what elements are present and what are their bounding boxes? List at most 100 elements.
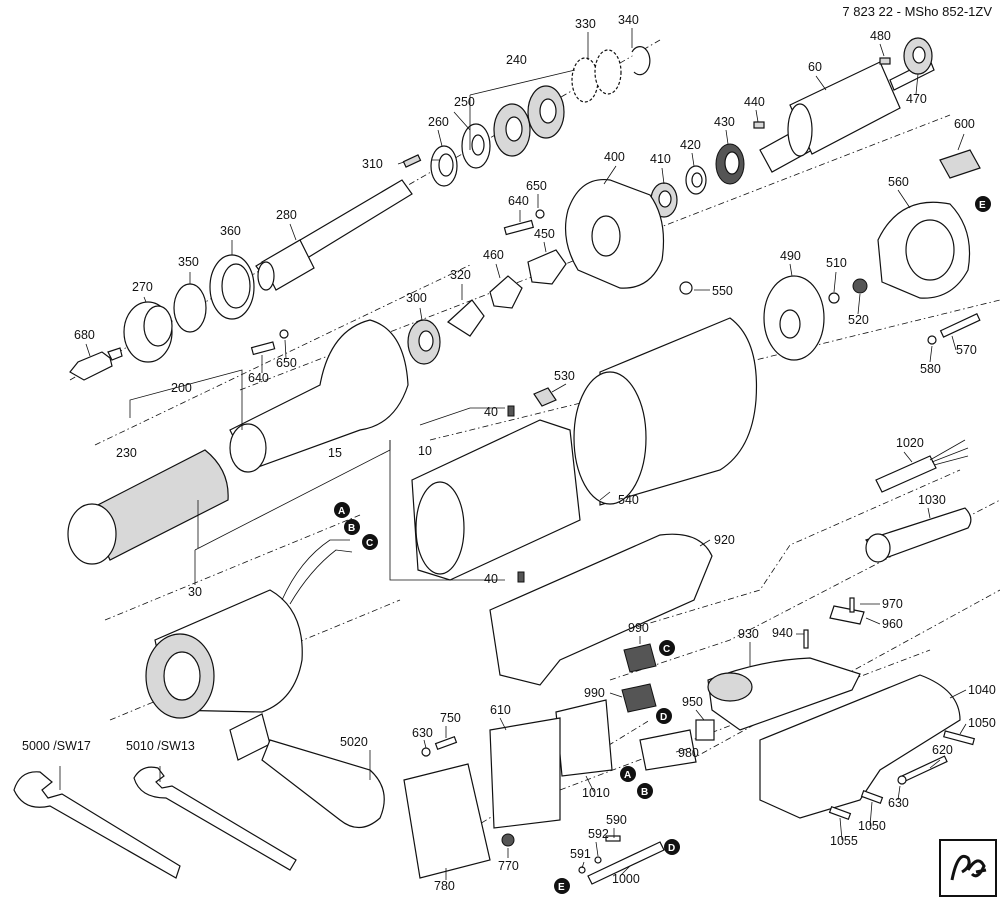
washer-650a [535,209,545,219]
label-30: 30 [188,585,202,599]
callout-b-lower: B [637,783,653,799]
circlip-340 [631,46,651,76]
gear-head-200 [229,319,409,473]
washer-630b [897,775,907,785]
label-250: 250 [454,95,475,109]
screw-940 [803,629,809,649]
bearing-300 [407,319,441,365]
pin-40a [507,405,515,417]
washer-630a [421,747,431,757]
key-310 [402,154,422,168]
label-15: 15 [328,446,342,460]
washer-650b [279,329,289,339]
spacer-260 [430,145,458,187]
label-230: 230 [116,446,137,460]
handle-parts [403,439,976,885]
cable-sleeve-1030 [865,507,972,561]
screw-970 [849,597,855,613]
fan-cowl-560 [877,201,971,299]
label-980: 980 [678,746,699,760]
label-530: 530 [554,369,575,383]
label-240: 240 [506,53,527,67]
washer-510 [828,292,840,304]
label-990a: 990 [628,621,649,635]
handle-shell-1040 [759,674,961,819]
document-id: 7 823 22 - MSho 852-1ZV [842,4,992,19]
seal-1010 [555,699,613,777]
label-580: 580 [920,362,941,376]
motor-housing-10 [411,419,581,581]
svg-text:E: E [558,882,565,893]
label-770: 770 [498,859,519,873]
handle-shell-920 [489,533,713,686]
label-650a: 650 [526,179,547,193]
label-610: 610 [490,703,511,717]
callout-a-upper: A [334,502,350,518]
housing-parts [67,149,981,583]
label-520: 520 [848,313,869,327]
label-10: 10 [418,444,432,458]
shim-250 [461,123,491,169]
label-560: 560 [888,175,909,189]
rubber-element-460 [489,275,523,309]
screw-550 [679,281,693,295]
label-540: 540 [618,493,639,507]
screw-620 [900,755,948,783]
svg-text:C: C [366,538,373,549]
label-1040: 1040 [968,683,996,697]
cable-1020 [875,439,969,493]
bearing-470 [903,37,933,75]
svg-text:A: A [624,770,631,781]
spindle-280 [255,179,413,291]
label-990b: 990 [584,686,605,700]
svg-text:A: A [338,506,345,517]
svg-text:D: D [668,843,675,854]
label-5010: 5010 /SW13 [126,739,195,753]
label-410: 410 [650,152,671,166]
svg-text:B: B [348,523,355,534]
wrench-5000 [13,771,181,879]
washer-360 [209,254,255,320]
label-570: 570 [956,343,977,357]
label-960: 960 [882,617,903,631]
brand-logo [939,839,997,897]
bearings-240 [493,85,565,157]
part-labels: 330 340 240 250 260 310 280 360 350 270 … [22,13,996,893]
label-620: 620 [932,743,953,757]
callout-c-lower: C [659,640,675,656]
coupling-450 [527,249,567,285]
label-550: 550 [712,284,733,298]
label-5000: 5000 /SW17 [22,739,91,753]
screw-640b [250,341,276,356]
cover-sleeve-540 [573,317,758,506]
label-950: 950 [682,695,703,709]
switch-part-990b [621,683,657,713]
label-490: 490 [780,249,801,263]
grip-sleeve-230 [67,449,229,565]
o-ring-350 [173,283,207,333]
field-30 [145,539,353,719]
callout-c-upper: C [362,534,378,550]
screw-1050a [943,730,976,746]
label-750: 750 [440,711,461,725]
label-400: 400 [604,150,625,164]
label-leaders [85,28,967,880]
label-1055: 1055 [830,834,858,848]
label-420: 420 [680,138,701,152]
coupling-320 [447,299,485,337]
label-1020: 1020 [896,436,924,450]
cover-600 [939,149,981,179]
label-940: 940 [772,626,793,640]
label-360: 360 [220,224,241,238]
collet-nut-680 [69,347,123,381]
insert-530 [533,387,557,407]
label-280: 280 [276,208,297,222]
screw-640a [503,219,535,236]
label-630b: 630 [888,796,909,810]
label-1050a: 1050 [968,716,996,730]
label-1030: 1030 [918,493,946,507]
svg-text:D: D [660,712,667,723]
label-440: 440 [744,95,765,109]
label-1000: 1000 [612,872,640,886]
cover-940 [707,672,753,702]
